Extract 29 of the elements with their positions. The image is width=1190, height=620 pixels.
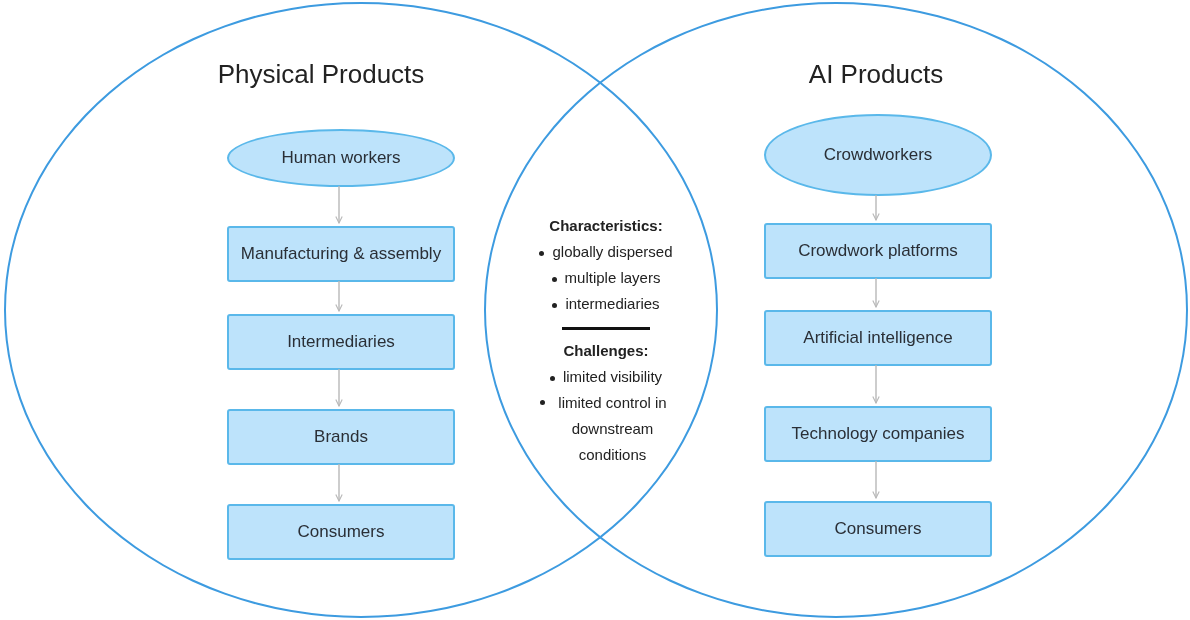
circle-heading: Physical Products (217, 59, 425, 90)
arrow (872, 364, 880, 404)
section-heading: Challenges: (563, 341, 649, 361)
arrow (335, 368, 343, 407)
process-box: Technology companies (764, 406, 992, 462)
bullet-text: limited control in downstream conditions (557, 393, 668, 465)
process-box: Brands (227, 409, 455, 465)
process-box: Intermediaries (227, 314, 455, 370)
process-box: Artificial intelligence (764, 310, 992, 366)
arrow (335, 463, 343, 502)
bullet-text: multiple layers (564, 268, 661, 288)
process-box: Crowdwork platforms (764, 223, 992, 279)
arrow (872, 460, 880, 499)
process-box: Manufacturing & assembly (227, 226, 455, 282)
bullet-text: intermediaries (565, 294, 660, 314)
section-heading: Characteristics: (549, 216, 663, 236)
arrow (872, 194, 880, 221)
venn-circle (4, 2, 718, 618)
arrow (335, 280, 343, 312)
arrow (335, 185, 343, 224)
bullet-text: globally dispersed (552, 242, 673, 262)
circle-heading: AI Products (808, 59, 944, 90)
bullet-text: limited visibility (562, 367, 663, 387)
process-box: Consumers (227, 504, 455, 560)
start-ellipse: Crowdworkers (764, 114, 992, 196)
process-box: Consumers (764, 501, 992, 557)
venn-circle (484, 2, 1188, 618)
start-ellipse: Human workers (227, 129, 455, 187)
arrow (872, 277, 880, 308)
